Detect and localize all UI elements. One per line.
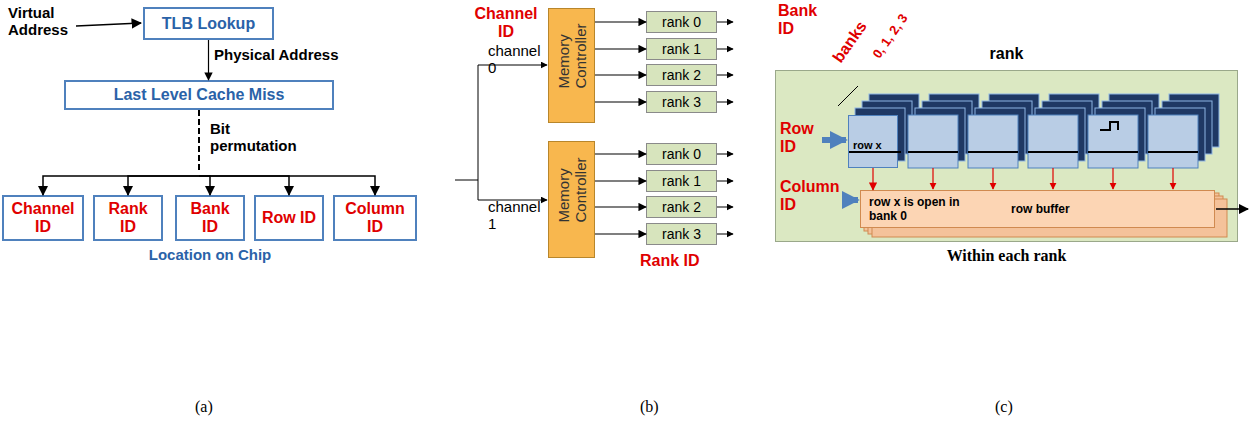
panel-label: (c) <box>995 398 1035 416</box>
bit-permutation-branch <box>199 110 210 195</box>
connector-arrow <box>595 180 646 181</box>
address-field-box: Bank ID <box>175 195 245 241</box>
connector-arrow <box>872 168 873 190</box>
connector-arrow <box>595 233 646 234</box>
process-box: Last Level Cache Miss <box>64 80 334 110</box>
axis-label: banks <box>829 18 870 66</box>
connector-arrow <box>595 101 646 102</box>
connector-arrow <box>208 40 209 80</box>
connector-arrow <box>595 153 646 154</box>
field-label: Channel ID <box>470 5 542 41</box>
rank-box: rank 0 <box>646 143 717 165</box>
node-subtext: row buffer <box>1011 202 1253 216</box>
bank-to-buffer-arrow <box>1112 168 1113 189</box>
field-label: Rank ID <box>640 252 730 270</box>
node-text: rank 2 <box>662 67 701 83</box>
connector-arrow <box>595 48 646 49</box>
rank-box: rank 3 <box>646 223 717 245</box>
depth-arrow <box>838 86 858 106</box>
node-text: Channel ID <box>8 200 78 237</box>
row-buffer: row x is open in bank 0row buffer <box>860 190 1215 228</box>
input-split-wire <box>455 65 547 200</box>
edge-label: Bit permutation <box>210 120 300 154</box>
bank-to-buffer-arrow <box>992 168 993 189</box>
address-field-box: Channel ID <box>2 195 84 241</box>
bank-to-buffer-arrow <box>932 168 933 189</box>
node-text: rank 2 <box>662 199 701 215</box>
edge-label: Physical Address <box>214 46 384 63</box>
node-text: rank 0 <box>662 14 701 30</box>
bank-plane <box>908 115 958 168</box>
bit-permutation-branch <box>199 110 375 195</box>
process-box: TLB Lookup <box>143 7 274 40</box>
row-line <box>968 151 1018 153</box>
node-text: Row ID <box>262 209 316 227</box>
bank-array: row x <box>848 115 898 168</box>
connector-arrow <box>595 206 646 207</box>
node-text: rank 1 <box>662 173 701 189</box>
rank-box: rank 2 <box>646 64 717 86</box>
node-text: Rank ID <box>99 200 157 237</box>
panel-label: (b) <box>640 398 680 416</box>
bank-plane <box>968 115 1018 168</box>
column-id-arrow <box>844 197 858 203</box>
node-text: Last Level Cache Miss <box>114 86 285 104</box>
channel-label: channel 1 <box>488 198 544 232</box>
group-label: Location on Chip <box>120 246 300 263</box>
node-text: Bank ID <box>181 200 239 237</box>
row-access-symbol <box>1100 122 1118 130</box>
bank-plane <box>1028 115 1078 168</box>
rank-box: rank 1 <box>646 38 717 60</box>
node-text: Memory Controller <box>554 177 589 222</box>
bit-permutation-branch <box>128 110 199 195</box>
rank-box: rank 1 <box>646 170 717 192</box>
rank-panel: row xrow x is open in bank 0row bufferra… <box>775 70 1238 242</box>
bank-to-buffer-arrow <box>1172 168 1173 189</box>
input-label: Virtual Address <box>8 4 80 38</box>
channel-label: channel 0 <box>488 42 544 76</box>
node-text: Column ID <box>339 200 411 237</box>
bit-permutation-branch <box>43 110 199 195</box>
address-field-box: Rank ID <box>93 195 163 241</box>
row-id-arrow <box>822 137 846 143</box>
bank-to-buffer-arrow <box>1052 168 1053 189</box>
node-subtext: Within each rank <box>776 247 1237 265</box>
node-text: rank 3 <box>662 226 701 242</box>
field-label: Row ID <box>780 120 820 156</box>
rank-box: rank 3 <box>646 91 717 113</box>
address-field-box: Row ID <box>254 195 324 241</box>
bank-plane <box>1148 115 1198 168</box>
rank-box: rank 2 <box>646 196 717 218</box>
connector-arrow <box>595 21 646 22</box>
node-text: Memory Controller <box>554 43 589 88</box>
address-field-box: Column ID <box>333 195 417 241</box>
memory-controller: Memory Controller <box>548 141 595 258</box>
row-line <box>1088 151 1138 153</box>
node-text: TLB Lookup <box>162 15 255 33</box>
row-line <box>908 151 958 153</box>
field-label: Bank ID <box>778 2 826 38</box>
node-text: row x is open in bank 0 <box>869 195 981 223</box>
row-line <box>1028 151 1078 153</box>
axis-label: 0, 1, 2, 3 <box>869 11 910 61</box>
rank-box: rank 0 <box>646 11 717 33</box>
memory-controller: Memory Controller <box>548 8 595 123</box>
virtual-address-arrow <box>76 23 141 26</box>
node-text: rank 3 <box>662 94 701 110</box>
rank-output-arrows <box>717 22 733 234</box>
panel-label: (a) <box>195 398 235 416</box>
node-text: rank 0 <box>662 146 701 162</box>
node-text: rank 1 <box>662 41 701 57</box>
field-label: Column ID <box>780 178 842 214</box>
connector-arrow <box>595 74 646 75</box>
node-text: row x <box>849 139 901 153</box>
row-line <box>1148 151 1198 153</box>
bank-plane <box>1088 115 1138 168</box>
row-buffer-output-arrow <box>1216 208 1248 210</box>
